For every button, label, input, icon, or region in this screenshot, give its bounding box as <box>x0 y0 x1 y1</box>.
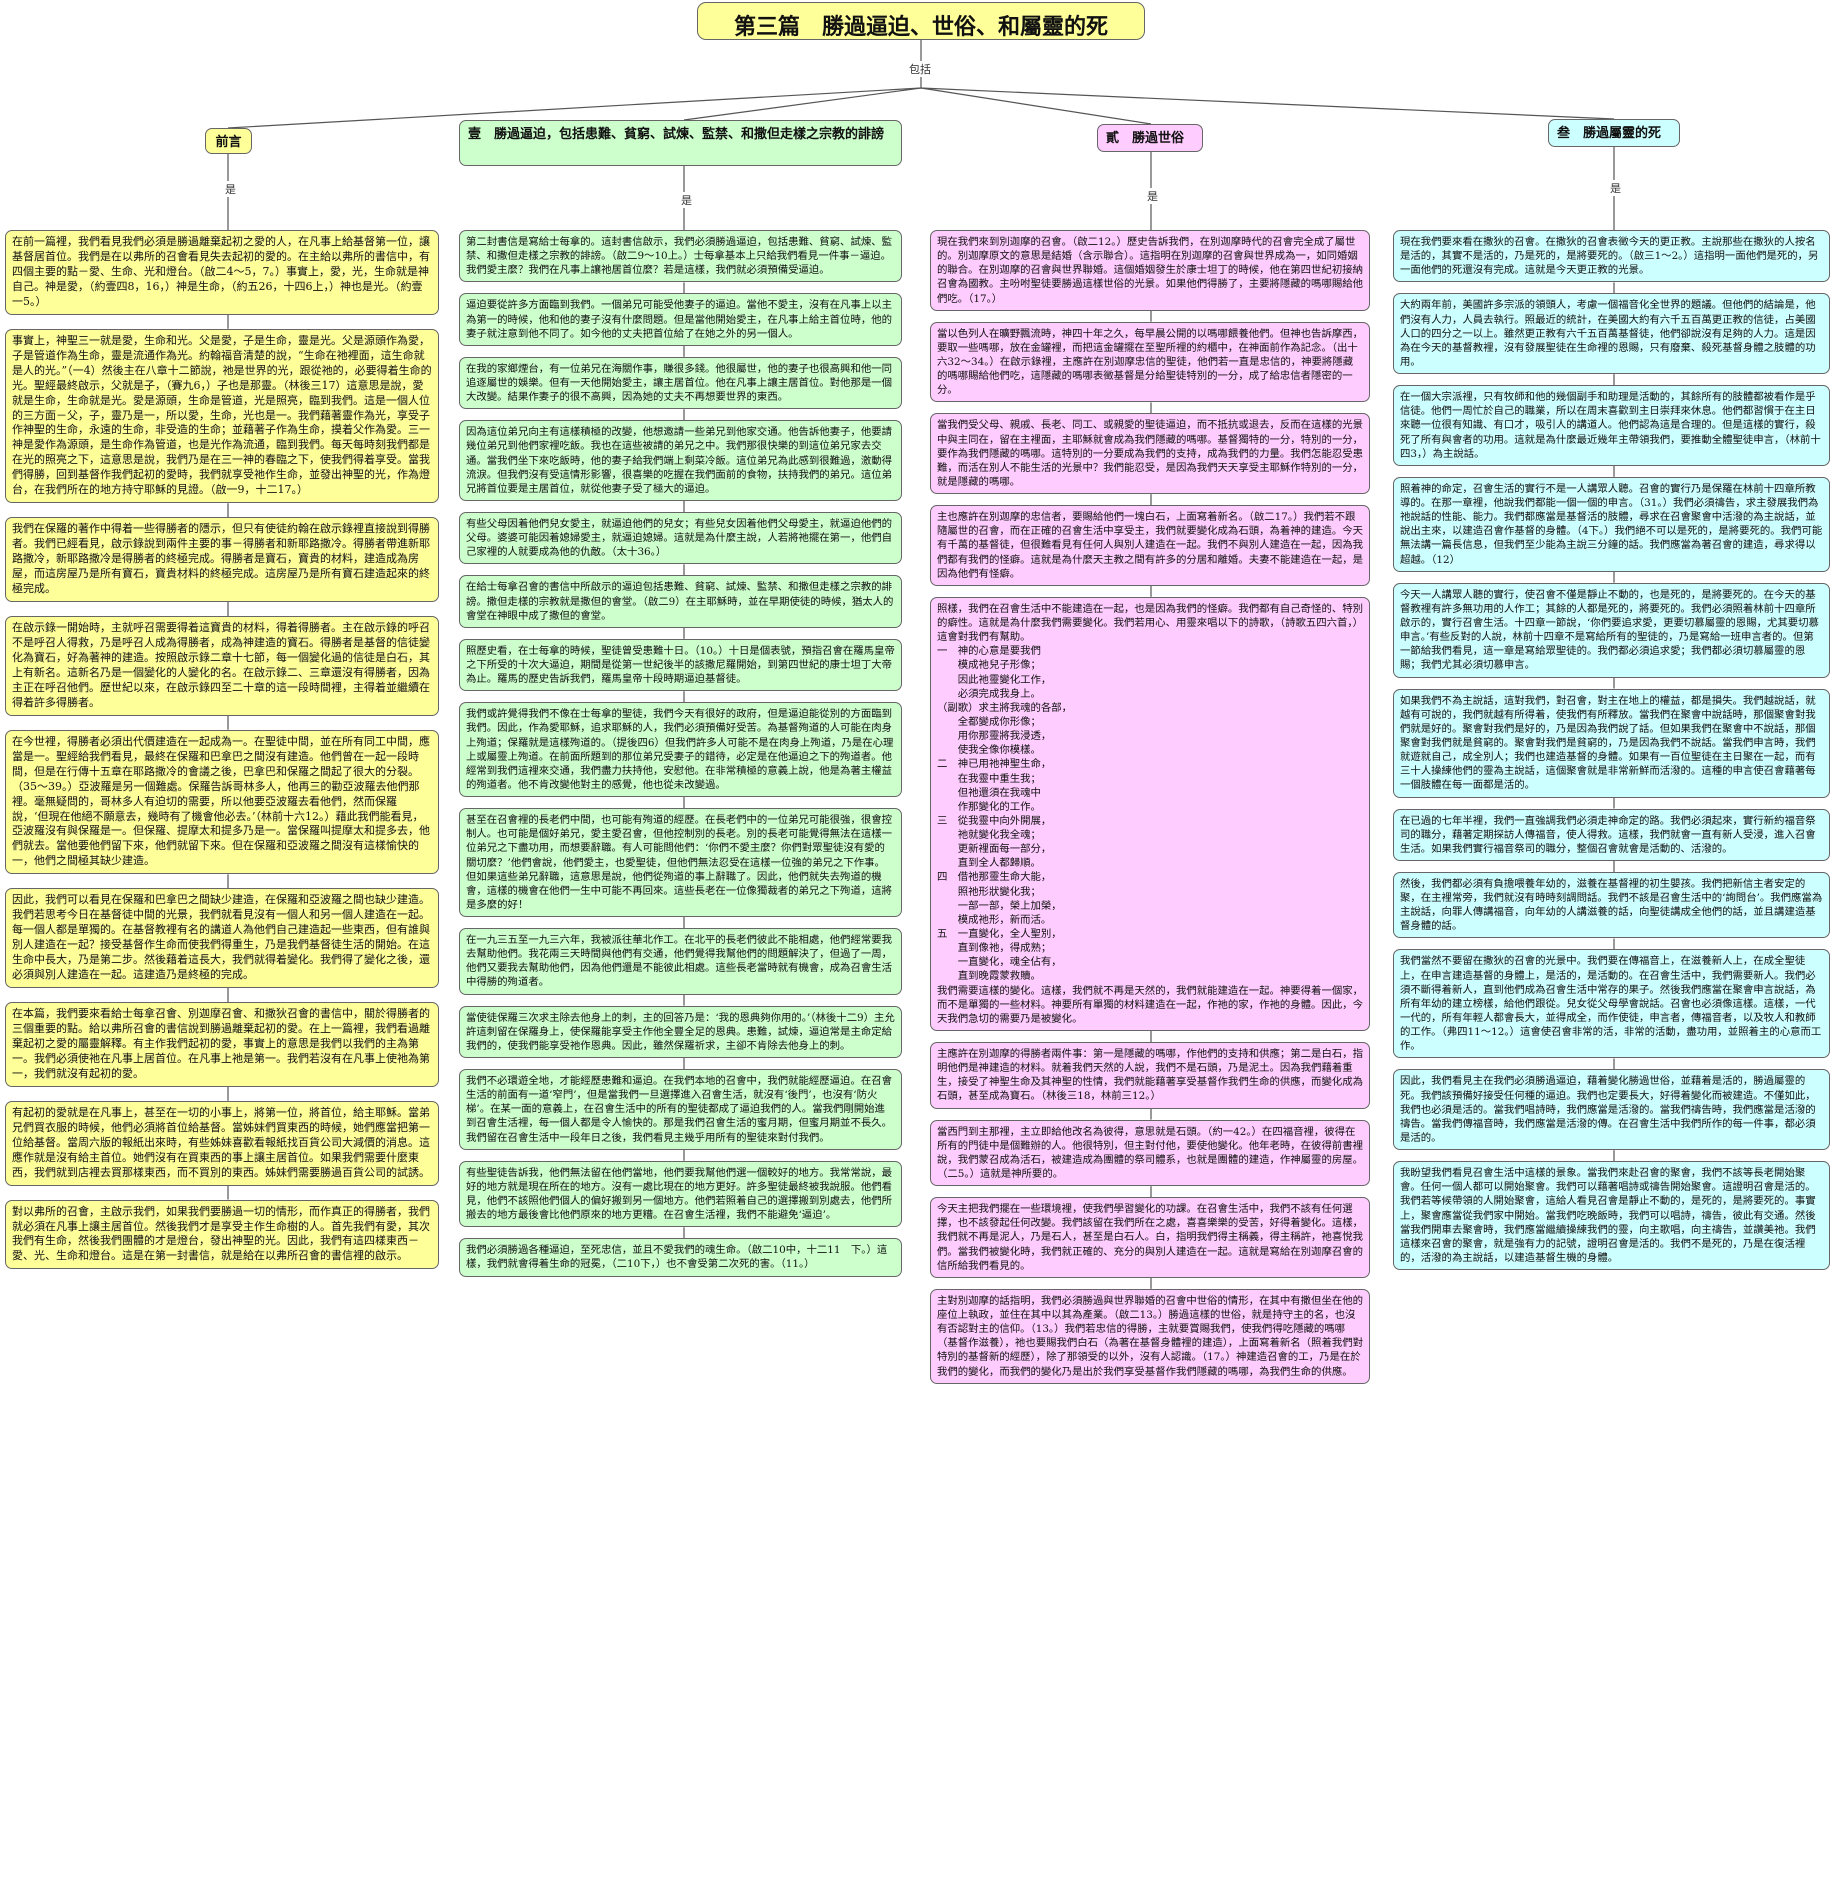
content-node: 照着神的命定，召會生活的實行不是一人講眾人聽。召會的實行乃是保羅在林前十四章所教… <box>1393 476 1830 572</box>
heading-worldliness: 貳 勝過世俗 <box>1097 124 1203 152</box>
content-node: 因為這位弟兄向主有這樣積極的改變，他想邀請一些弟兄到他家交通。他告訴他妻子，他要… <box>459 420 902 501</box>
connector-label-spiritual-death: 是 <box>1608 180 1623 196</box>
heading-persecution: 壹 勝過逼迫，包括患難、貧窮、試煉、監禁、和撒但走樣之宗教的誹謗 <box>459 120 902 166</box>
connector-label-include: 包括 <box>907 61 933 77</box>
content-node: 我們當然不要留在撒狄的召會的光景中。我們要在傳福音上，在滋養新人上，在成全聖徒上… <box>1393 949 1830 1059</box>
content-node: 照歷史看，在士每拿的時候，聖徒曾受患難十日。（10。）十日是個表號，預指召會在羅… <box>459 638 902 692</box>
page-title: 第三篇 勝過逼迫、世俗、和屬靈的死 <box>697 2 1145 40</box>
content-node: 甚至在召會裡的長老們中間，也可能有殉道的經歷。在長老們中的一位弟兄可能很強，很會… <box>459 808 902 918</box>
content-node: 有些父母因着他們兒女愛主，就逼迫他們的兒女；有些兒女因着他們父母愛主，就逼迫他們… <box>459 511 902 565</box>
content-node: 我盼望我們看見召會生活中這樣的景象。當我們來赴召會的聚會，我們不該等長老開始聚會… <box>1393 1161 1830 1271</box>
heading-spiritual-death: 叁 勝過屬靈的死 <box>1548 119 1680 147</box>
content-node: 我們或許覺得我們不像在士每拿的聖徒，我們今天有很好的政府，但是逼迫能從別的方面臨… <box>459 702 902 798</box>
connector-line <box>683 87 922 121</box>
content-node: 現在我們來到別迦摩的召會。（啟二12。）歷史告訴我們，在別迦摩時代的召會完全成了… <box>930 230 1370 311</box>
column-spiritual-death: 現在我們要來看在撒狄的召會。在撒狄的召會表徵今天的更正教。主說那些在撒狄的人按名… <box>1393 230 1830 1281</box>
content-node: 我們在保羅的著作中得着一些得勝者的隱示，但只有使徒約翰在啟示錄裡直接說到得勝者。… <box>5 517 439 603</box>
content-node: 如果我們不為主說話，這對我們，對召會，對主在地上的權益，都是損失。我們越說話，就… <box>1393 688 1830 798</box>
column-persecution: 第二封書信是寫給士每拿的。這封書信啟示，我們必須勝過逼迫，包括患難、貧窮、試煉、… <box>459 230 902 1288</box>
content-node: 在一個大宗派裡，只有牧師和他的幾個副手和助理是活動的，其餘所有的肢體都被看作是乎… <box>1393 385 1830 466</box>
content-node: 照樣，我們在召會生活中不能建造在一起，也是因為我們的怪癖。我們都有自己奇怪的、特… <box>930 596 1370 1032</box>
content-node: 在今世裡，得勝者必須出代價建造在一起成為一。在聖徒中間，並在所有同工中間，應當是… <box>5 729 439 875</box>
content-node: 因此，我們可以看見在保羅和巴拿巴之間缺少建造，在保羅和亞波羅之間也缺少建造。我們… <box>5 888 439 989</box>
content-node: 因此，我們看見主在我們必須勝過逼迫，藉着變化勝過世俗，並藉着是活的，勝過屬靈的死… <box>1393 1069 1830 1151</box>
connector-label-worldliness: 是 <box>1145 188 1160 204</box>
connector-line <box>227 87 922 129</box>
content-node: 在一九三五至一九三六年，我被派往華北作工。在北平的長老們彼此不能相處，他們經常要… <box>459 928 902 995</box>
content-node: 在給士每拿召會的書信中所啟示的逼迫包括患難、貧窮、試煉、監禁、和撒但走樣之宗教的… <box>459 575 902 628</box>
content-node: 對以弗所的召會，主啟示我們，如果我們要勝過一切的情形，而作真正的得勝者，我們就必… <box>5 1199 439 1270</box>
connector-line <box>920 87 1615 120</box>
content-node: 事實上，神聖三一就是愛，生命和光。父是愛，子是生命，靈是光。父是源頭作為愛，子是… <box>5 328 439 504</box>
content-node: 當我們受父母、親戚、長老、同工、或親愛的聖徒逼迫，而不抵抗或退去，反而在這樣的光… <box>930 413 1370 495</box>
heading-preface: 前言 <box>205 128 252 154</box>
column-worldliness: 現在我們來到別迦摩的召會。（啟二12。）歷史告訴我們，在別迦摩時代的召會完全成了… <box>930 230 1370 1395</box>
content-node: 在已過的七年半裡，我們一直強調我們必須走神命定的路。我們必須起來，實行新約福音祭… <box>1393 808 1830 861</box>
content-node: 在我的家鄉煙台，有一位弟兄在海關作事，賺很多錢。他很屬世，他的妻子也很高興和他一… <box>459 356 902 410</box>
content-node: 當西門到主那裡，主立即給他改名為彼得，意思就是石頭。（約一42。）在四福音裡，彼… <box>930 1119 1370 1187</box>
connector-line <box>920 87 1152 125</box>
column-preface: 在前一篇裡，我們看見我們必須是勝過離棄起初之愛的人，在凡事上給基督第一位，讓基督… <box>5 230 439 1283</box>
content-node: 當使徒保羅三次求主除去他身上的刺，主的回答乃是：‘我的恩典夠你用的。’（林後十二… <box>459 1005 902 1059</box>
content-node: 我們不必環遊全地，才能經歷患難和逼迫。在我們本地的召會中，我們就能經歷逼迫。在召… <box>459 1069 902 1150</box>
content-node: 現在我們要來看在撒狄的召會。在撒狄的召會表徵今天的更正教。主說那些在撒狄的人按名… <box>1393 230 1830 283</box>
content-node: 主對別迦摩的話指明，我們必須勝過與世界聯婚的召會中世俗的情形，在其中有撒但坐在他… <box>930 1288 1370 1384</box>
content-node: 我們必須勝過各種逼迫，至死忠信，並且不愛我們的魂生命。（啟二10中，十二11 下… <box>459 1238 902 1277</box>
content-node: 大約兩年前，美國許多宗派的領頭人，考慮一個福音化全世界的題議。但他們的結論是，他… <box>1393 293 1830 375</box>
content-node: 主也應許在別迦摩的忠信者，要賜給他們一塊白石，上面寫着新名。（啟二17。）我們若… <box>930 505 1370 586</box>
content-node: 有起初的愛就是在凡事上，甚至在一切的小事上，將第一位，將首位，給主耶穌。當弟兄們… <box>5 1100 439 1186</box>
content-node: 主應許在別迦摩的得勝者兩件事：第一是隱藏的嗎哪，作他們的支持和供應；第二是白石，… <box>930 1042 1370 1109</box>
content-node: 第二封書信是寫給士每拿的。這封書信啟示，我們必須勝過逼迫，包括患難、貧窮、試煉、… <box>459 230 902 283</box>
content-node: 在啟示錄一開始時，主就呼召需要得着這寶貴的材料，得着得勝者。主在啟示錄的呼召不是… <box>5 616 439 716</box>
connector-label-persecution: 是 <box>679 192 694 208</box>
content-node: 在前一篇裡，我們看見我們必須是勝過離棄起初之愛的人，在凡事上給基督第一位，讓基督… <box>5 230 439 315</box>
content-node: 有些聖徒告訴我，他們無法留在他們當地，他們要我幫他們選一個較好的地方。我常常說，… <box>459 1160 902 1228</box>
content-node: 然後，我們都必須有負擔喂養年幼的，滋養在基督裡的初生嬰孩。我們把新信主者安定的聚… <box>1393 871 1830 939</box>
content-node: 今天主把我們擺在一些環境裡，使我們學習變化的功課。在召會生活中，我們不該有任何選… <box>930 1197 1370 1278</box>
content-node: 當以色列人在曠野飄流時，神四十年之久，每早晨公開的以嗎哪餵養他們。但神也告訴摩西… <box>930 321 1370 403</box>
content-node: 今天一人講眾人聽的實行，使召會不僅是靜止不動的，也是死的，是將要死的。在今天的基… <box>1393 582 1830 678</box>
connector-label-preface: 是 <box>223 181 238 197</box>
content-node: 逼迫要從許多方面臨到我們。一個弟兄可能受他妻子的逼迫。當他不愛主，沒有在凡事上以… <box>459 293 902 346</box>
content-node: 在本篇，我們要來看給士每拿召會、別迦摩召會、和撒狄召會的書信中，關於得勝者的三個… <box>5 1002 439 1087</box>
